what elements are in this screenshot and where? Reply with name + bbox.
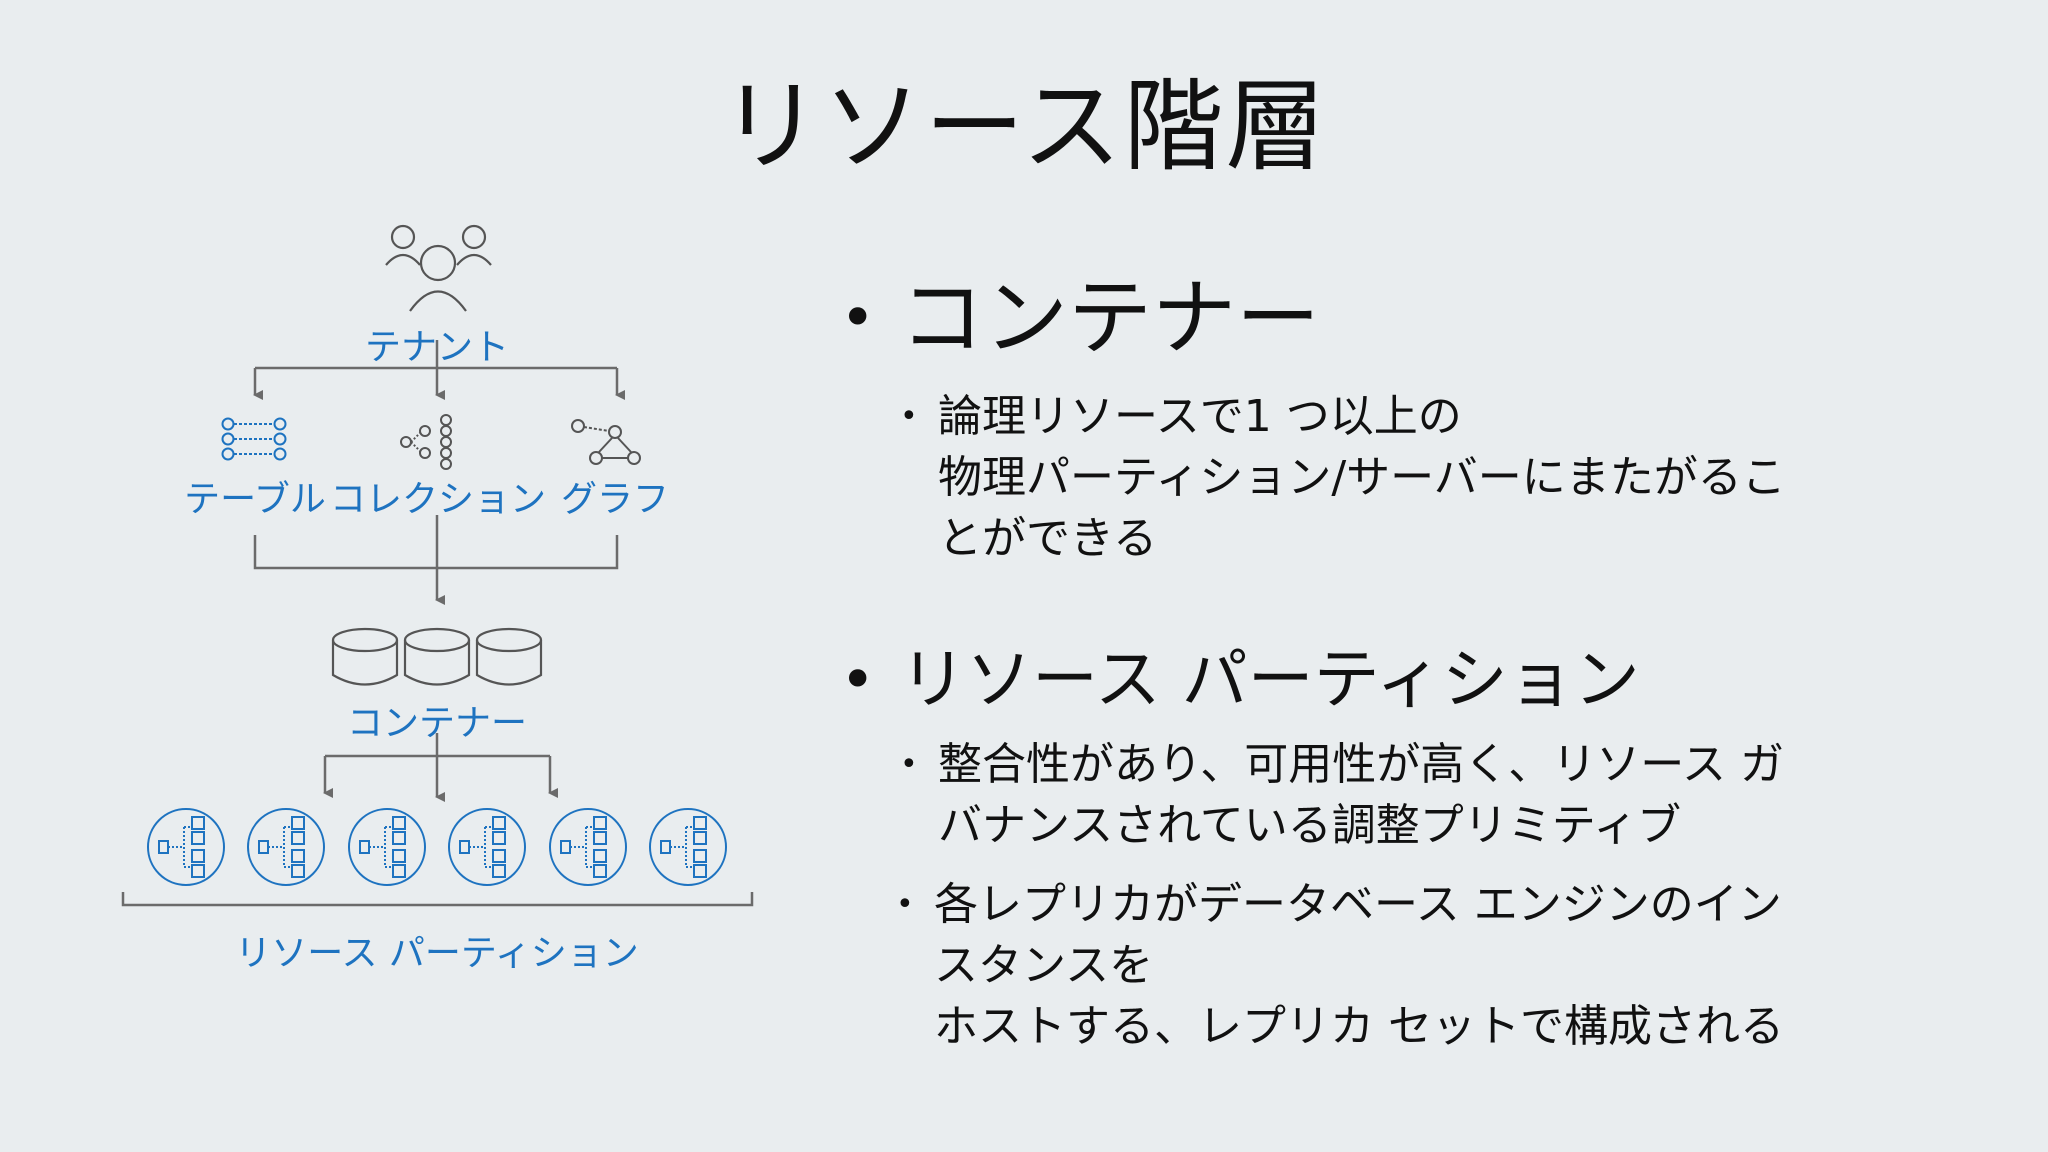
partition-group-bracket xyxy=(121,892,754,907)
bullet-line: 論理リソースで1 つ以上の xyxy=(938,391,1462,442)
partition-icon xyxy=(348,808,426,886)
partition-icon xyxy=(549,808,627,886)
container-database-icon xyxy=(331,627,543,686)
tenant-people-icon xyxy=(385,224,492,312)
partition-icon xyxy=(448,808,526,886)
bullet-line: ホストする、レプリカ セットで構成される xyxy=(934,1001,1784,1052)
table-label: テーブル xyxy=(184,479,326,520)
graph-icon xyxy=(571,419,641,465)
sub-bullet: • 各レプリカがデータベース エンジンのイン スタンスを ホストする、レプリカ … xyxy=(896,874,1784,1057)
bullet-dot: • xyxy=(900,747,918,782)
bullet-partition: • リソース パーティション xyxy=(840,630,1640,730)
table-icon xyxy=(221,417,287,461)
bullet-line: バナンスされている調整プリミティブ xyxy=(938,800,1682,851)
partition-label: リソース パーティション xyxy=(235,933,639,974)
bullet-line: 各レプリカがデータベース エンジンのイン xyxy=(934,879,1782,930)
collection-label: コレクション xyxy=(329,479,546,520)
bullet-line: スタンスを xyxy=(934,940,1154,991)
resource-hierarchy-diagram: テナント テーブル コレクション グラフ コンテナー リソース パーティション xyxy=(0,0,820,1152)
partition-icon xyxy=(147,808,225,886)
container-connectors xyxy=(253,515,619,605)
bullet-dot: • xyxy=(900,399,918,434)
sub-bullet: • 論理リソースで1 つ以上の 物理パーティション/サーバーにまたがるこ とがで… xyxy=(900,386,1786,569)
bullet-heading: コンテナー xyxy=(900,269,1321,367)
tenant-connectors xyxy=(253,340,625,400)
tenant-label: テナント xyxy=(364,327,509,368)
graph-label: グラフ xyxy=(560,479,669,520)
bullet-container: • コンテナー xyxy=(840,268,1321,368)
diagram-graphics xyxy=(121,224,754,907)
partition-connectors xyxy=(323,733,558,802)
bullet-dot: • xyxy=(840,283,876,353)
partition-icon xyxy=(247,808,325,886)
bullet-dot: • xyxy=(896,887,914,922)
partition-icons xyxy=(147,808,727,886)
bullet-heading: リソース パーティション xyxy=(900,641,1640,718)
container-label: コンテナー xyxy=(346,703,527,744)
bullet-line: 整合性があり、可用性が高く、リソース ガ xyxy=(938,739,1785,790)
bullet-dot: • xyxy=(840,645,876,715)
bullet-line: 物理パーティション/サーバーにまたがるこ xyxy=(938,452,1786,503)
bullet-line: とができる xyxy=(938,513,1158,564)
slide-title: リソース階層 xyxy=(720,68,1328,185)
collection-icon xyxy=(400,414,452,470)
sub-bullet: • 整合性があり、可用性が高く、リソース ガ バナンスされている調整プリミティブ xyxy=(900,734,1785,856)
bullet-list: • コンテナー • 論理リソースで1 つ以上の 物理パーティション/サーバーにま… xyxy=(820,0,2048,1152)
partition-icon xyxy=(649,808,727,886)
